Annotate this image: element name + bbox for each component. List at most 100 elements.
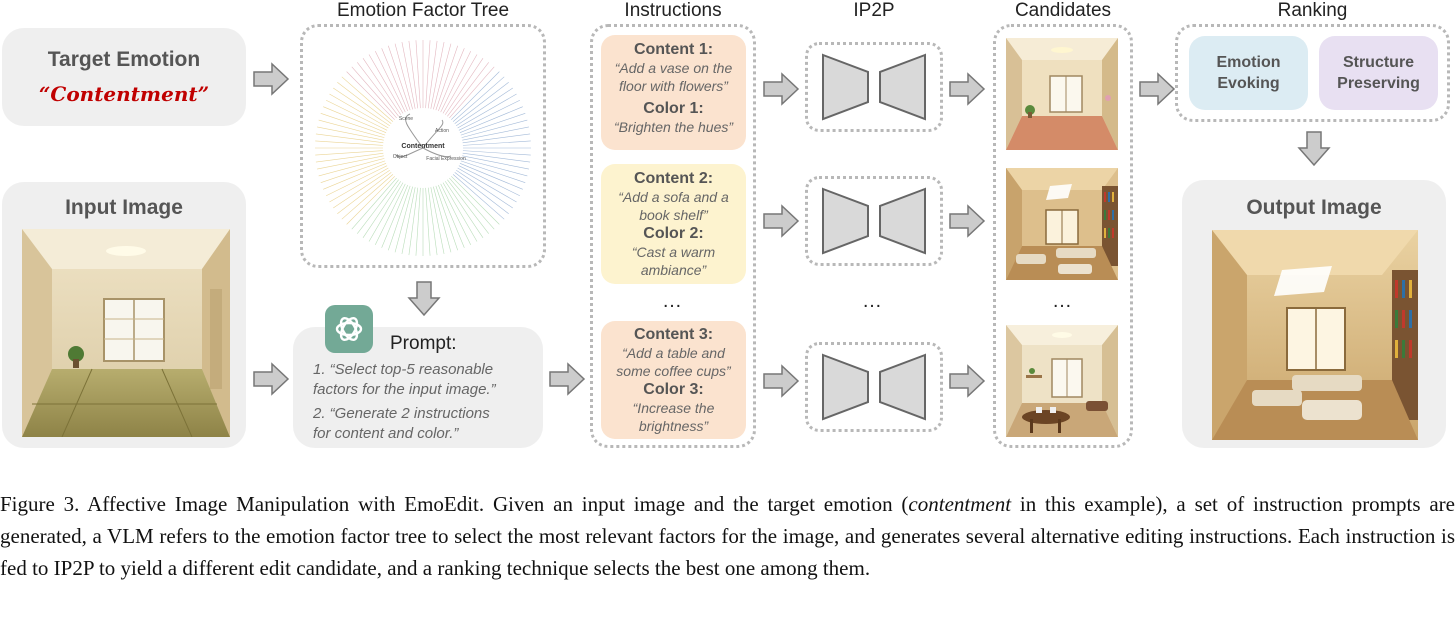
tree-ray: [333, 169, 390, 209]
tree-ray: [451, 71, 500, 120]
arrow-right-icon: [253, 362, 290, 396]
tree-ray: [444, 58, 484, 115]
tree-ray: [337, 82, 392, 124]
tree-ray: [456, 87, 513, 127]
ip2p-network-icon: [822, 53, 926, 121]
output-room-image: [1212, 230, 1418, 440]
content-text: “Add a vase on the: [614, 60, 733, 76]
tree-ray: [456, 169, 513, 209]
tree-ray: [374, 51, 406, 113]
ellipsis: …: [662, 290, 683, 312]
tree-ray: [317, 126, 384, 141]
candidate-image-3: [1006, 325, 1118, 437]
tree-ray: [451, 176, 500, 225]
tree-ray: [438, 184, 465, 248]
tree-ray: [346, 176, 395, 225]
tree-ray: [433, 43, 452, 110]
tree-ray: [326, 165, 388, 197]
tree-ray: [458, 99, 520, 131]
tree-ray: [449, 66, 495, 119]
emotion-factor-tree: Contentment Scene Action Object Facial E…: [306, 30, 540, 262]
arrow-right-icon: [1139, 72, 1176, 106]
emotion-evoking-box: Emotion Evoking: [1189, 36, 1308, 110]
content-text: “Add a table and: [622, 345, 725, 361]
content-text: “Add a sofa and a: [618, 189, 729, 205]
tree-ray: [408, 40, 419, 109]
arrow-right-icon: [949, 72, 986, 106]
emotion-factor-tree-box: [300, 24, 546, 268]
output-image-title: Output Image: [1246, 196, 1382, 219]
tree-ray: [447, 179, 489, 234]
tree-ray: [368, 54, 404, 114]
tree-ray: [427, 40, 438, 109]
tree-ray: [462, 126, 529, 141]
tree-ray: [415, 187, 421, 256]
tree-ray: [459, 163, 523, 190]
tree-ray: [323, 106, 387, 133]
prompt-label: Prompt:: [390, 333, 457, 354]
tree-ray: [447, 62, 489, 117]
tree-ray: [462, 152, 531, 163]
tree-ray: [435, 45, 458, 111]
tree-ray: [337, 172, 392, 214]
arrow-right-icon: [949, 204, 986, 238]
instruction-card-2: Content 2: “Add a sofa and a book shelf”…: [601, 164, 746, 284]
tree-ray: [329, 93, 389, 129]
content-text: some coffee cups”: [616, 363, 731, 379]
prompt-line-1: 1. “Select top-5 reasonable: [313, 361, 494, 378]
prompt-line-2b: for content and color.”: [313, 425, 459, 442]
tree-ray: [333, 87, 390, 127]
input-room-image: [22, 229, 230, 437]
prompt-line-2: 2. “Generate 2 instructions: [313, 405, 490, 422]
tree-ray: [381, 48, 408, 112]
tree-ray: [388, 45, 411, 111]
tree-ray: [401, 42, 416, 109]
tree-ray: [320, 160, 386, 183]
tree-ray: [329, 167, 389, 203]
tree-ray: [415, 40, 421, 109]
content-label: Content 1:: [633, 41, 714, 58]
tree-ray: [452, 76, 505, 122]
color-text: ambiance”: [640, 262, 707, 278]
tree-ray: [440, 51, 472, 113]
arrow-down-icon: [407, 281, 441, 317]
color-text: “Increase the: [632, 400, 715, 416]
tree-ray: [357, 62, 399, 117]
instruction-card-3: Content 3: “Add a table and some coffee …: [601, 321, 746, 439]
tree-ray: [460, 160, 526, 183]
tree-ray: [454, 172, 509, 214]
tree-ray: [315, 140, 384, 146]
tree-branch-object: Object: [393, 154, 408, 160]
instruction-card-1: Content 1: “Add a vase on the floor with…: [601, 35, 746, 150]
structure-preserving-line-1: Structure: [1342, 54, 1415, 71]
tree-ray: [462, 155, 529, 170]
structure-preserving-line-2: Preserving: [1337, 75, 1420, 92]
tree-ray: [315, 133, 384, 144]
tree-ray: [357, 179, 399, 234]
tree-branch-scene: Scene: [399, 116, 413, 122]
prompt-line-1b: factors for the input image.”: [313, 381, 496, 398]
tree-ray: [374, 183, 406, 245]
tree-ray: [427, 187, 438, 256]
tree-ray: [461, 158, 528, 177]
chatgpt-logo-icon: [325, 305, 373, 353]
tree-ray: [442, 182, 478, 242]
tree-ray: [351, 66, 397, 119]
tree-ray: [442, 54, 478, 114]
tree-ray: [460, 113, 526, 136]
tree-ray: [362, 58, 402, 115]
emotion-evoking-line-1: Emotion: [1216, 54, 1281, 71]
tree-branch-facial-expression: Facial Expression: [426, 156, 466, 162]
tree-ray: [430, 42, 445, 109]
tree-ray: [444, 181, 484, 238]
tree-ray: [341, 76, 394, 122]
structure-preserving-box: Structure Preserving: [1319, 36, 1438, 110]
tree-ray: [401, 187, 416, 254]
color-text: “Cast a warm: [631, 244, 716, 260]
tree-ray: [323, 163, 387, 190]
ip2p-network-icon: [822, 353, 926, 421]
tree-ray: [459, 106, 523, 133]
arrow-right-icon: [763, 364, 800, 398]
tree-ray: [368, 182, 404, 242]
figure-caption: Figure 3. Affective Image Manipulation w…: [0, 488, 1455, 584]
